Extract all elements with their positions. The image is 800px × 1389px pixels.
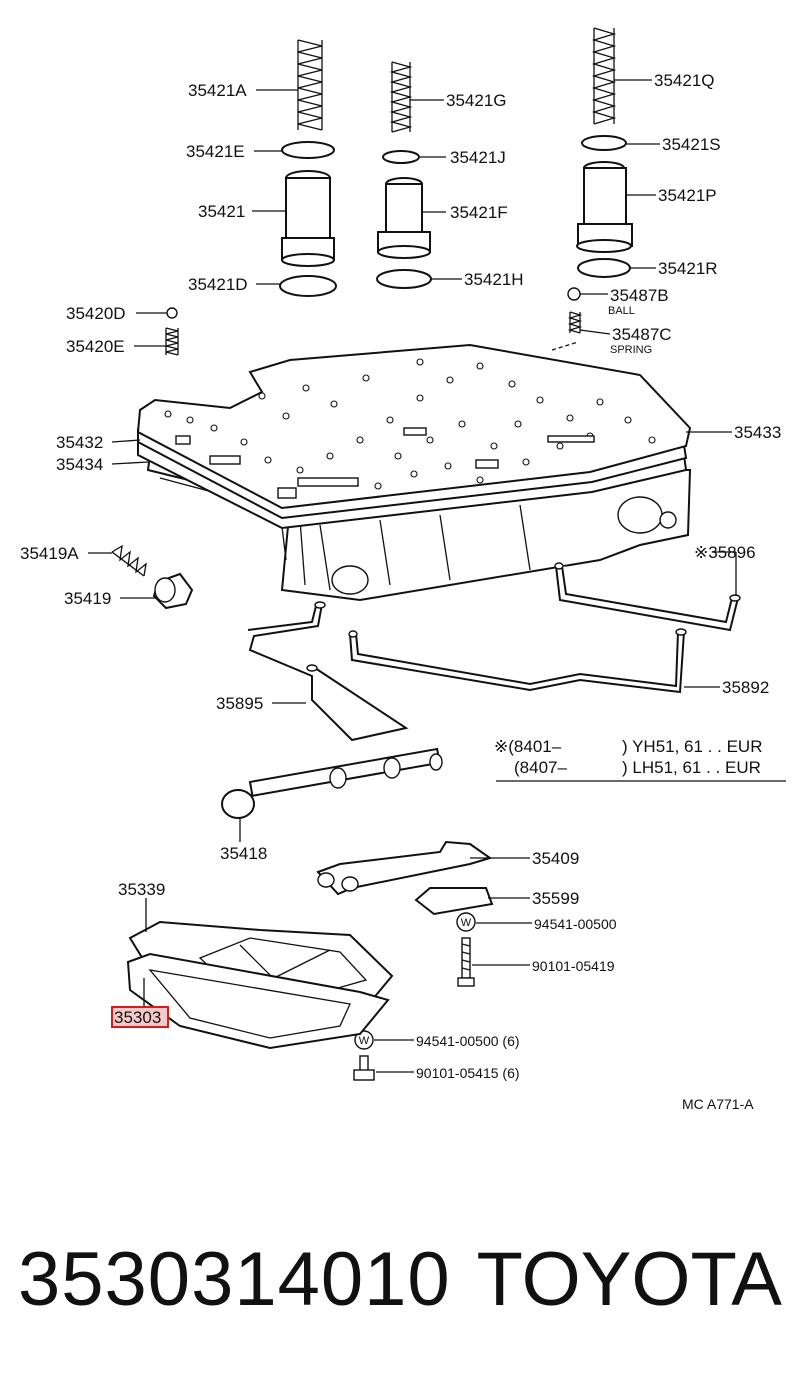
label-35421E: 35421E — [186, 142, 245, 161]
spring-35421Q — [591, 27, 617, 125]
leader-lines — [88, 79, 737, 1073]
detent-spring-35409 — [316, 840, 493, 896]
label-35420D: 35420D — [66, 304, 126, 323]
label-35421Q: 35421Q — [654, 71, 715, 90]
oring-35421D — [279, 275, 337, 297]
plate-35599 — [414, 887, 494, 916]
valve-body — [136, 343, 692, 602]
label-94541-00500-6: 94541-00500 (6) — [416, 1033, 520, 1049]
label-35487B: 35487B — [610, 286, 669, 305]
brand-name: TOYOTA — [476, 1237, 782, 1322]
label-35895: 35895 — [216, 694, 263, 713]
label-35434: 35434 — [56, 455, 103, 474]
label-35421J: 35421J — [450, 148, 506, 167]
label-35432: 35432 — [56, 433, 103, 452]
manual-valve-35418 — [221, 747, 443, 819]
plug-35419 — [152, 572, 194, 610]
label-ball: BALL — [608, 305, 635, 317]
oring-35421E — [281, 141, 335, 159]
footer: 3530314010 TOYOTA — [0, 1225, 800, 1335]
label-35421: 35421 — [198, 202, 245, 221]
spring-35421A — [297, 39, 323, 131]
label-90101-05415-6: 90101-05415 (6) — [416, 1065, 520, 1081]
label-90101-05419: 90101-05419 — [532, 958, 615, 974]
spring-35419A — [111, 544, 147, 577]
label-35419: 35419 — [64, 589, 111, 608]
note-row1-code: ※(8401– — [494, 737, 562, 756]
label-35892: 35892 — [722, 678, 769, 697]
label-35421D: 35421D — [188, 275, 248, 294]
label-35421R: 35421R — [658, 259, 718, 278]
label-spring: SPRING — [610, 344, 652, 356]
label-35420E: 35420E — [66, 337, 125, 356]
tube-35896 — [554, 562, 741, 632]
note-row2-code: (8407– — [514, 758, 567, 777]
bolt-90101-05415-6 — [353, 1055, 375, 1081]
sleeve-35421P — [576, 161, 633, 253]
valve-body-exploded-diagram: W W — [20, 27, 786, 1112]
tube-35895 — [247, 601, 409, 742]
note-row1-model: ) YH51, 61 . . EUR — [622, 737, 762, 756]
label-35896: ※35896 — [694, 543, 756, 562]
washer-94541-00500-6: W — [354, 1030, 374, 1050]
note-row2-model: ) LH51, 61 . . EUR — [622, 758, 761, 777]
bolt-90101-05419 — [457, 937, 475, 987]
highlight-box — [111, 1006, 169, 1028]
label-35421P: 35421P — [658, 186, 717, 205]
tube-35892 — [348, 628, 687, 694]
label-35419A: 35419A — [20, 544, 79, 563]
oring-35421R — [577, 258, 631, 278]
label-35409: 35409 — [532, 849, 579, 868]
sleeve-35421F — [377, 177, 431, 259]
diagram-reference: MC A771-A — [682, 1096, 754, 1112]
oring-35421J — [382, 150, 420, 164]
label-94541-00500: 94541-00500 — [534, 916, 617, 932]
oring-35421S — [581, 135, 627, 151]
washer-mark: W — [461, 917, 472, 929]
part-number: 3530314010 — [18, 1237, 451, 1322]
label-35487C: 35487C — [612, 325, 672, 344]
washer-mark: W — [359, 1035, 370, 1047]
label-35599: 35599 — [532, 889, 579, 908]
label-35421H: 35421H — [464, 270, 524, 289]
ball-35420D — [166, 307, 178, 319]
ball-35487B — [567, 287, 581, 301]
spring-35421G — [389, 61, 413, 133]
label-35421F: 35421F — [450, 203, 508, 222]
label-35418: 35418 — [220, 844, 267, 863]
label-35421G: 35421G — [446, 91, 507, 110]
gasket-35303 — [126, 952, 390, 1050]
label-35421A: 35421A — [188, 81, 247, 100]
label-35433: 35433 — [734, 423, 781, 442]
oring-35421H — [376, 269, 432, 289]
spring-35487C — [551, 311, 583, 351]
label-35303-highlighted: 35303 — [114, 1008, 161, 1027]
label-35421S: 35421S — [662, 135, 721, 154]
label-35339: 35339 — [118, 880, 165, 899]
spring-35420E — [165, 327, 179, 356]
sleeve-35421 — [281, 170, 335, 267]
washer-94541-00500: W — [456, 912, 476, 932]
